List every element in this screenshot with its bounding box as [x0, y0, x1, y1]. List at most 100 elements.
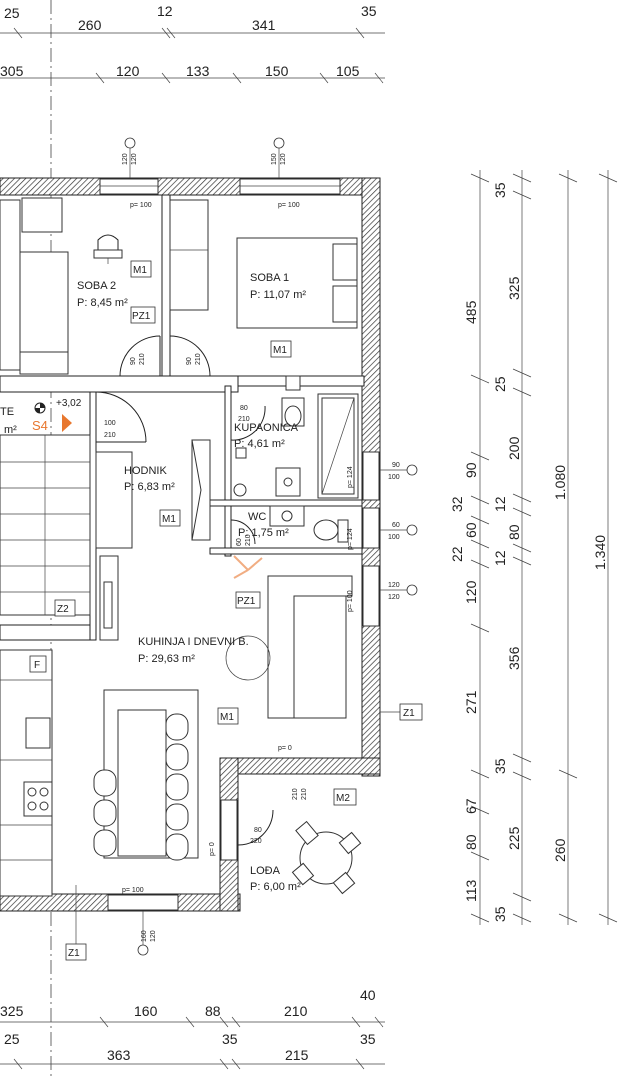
svg-text:150: 150 — [271, 153, 278, 165]
svg-text:120: 120 — [122, 153, 129, 165]
room-wc-area: P: 1,75 m² — [238, 527, 289, 539]
svg-text:35: 35 — [492, 758, 508, 774]
loda-furniture — [291, 820, 362, 895]
svg-text:p= 0: p= 0 — [278, 745, 292, 752]
section-s4-label: S4 — [32, 418, 48, 433]
svg-text:Z2: Z2 — [57, 604, 69, 615]
svg-text:210: 210 — [245, 534, 252, 546]
svg-text:100: 100 — [388, 534, 400, 541]
room-partial-name: TE — [0, 406, 14, 418]
svg-text:35: 35 — [360, 1031, 376, 1047]
top-dimensions: 25 260 12 341 35 305 120 133 150 105 — [0, 3, 385, 84]
bathroom-fixtures — [191, 375, 359, 541]
svg-text:90: 90 — [392, 462, 400, 469]
room-soba1-area: P: 11,07 m² — [250, 289, 306, 301]
room-kupaonica-name: KUPAONICA — [234, 422, 299, 434]
svg-text:25: 25 — [4, 1031, 20, 1047]
room-partial-area: m² — [4, 424, 17, 436]
elevation-label: +3,02 — [56, 398, 82, 409]
soba2-furniture — [0, 197, 209, 375]
svg-text:363: 363 — [107, 1047, 131, 1063]
opening-labels: 120 120 150 120 p= 100 p= 100 90 100 60 … — [104, 153, 400, 942]
room-kuhinja-area: P: 29,63 m² — [138, 653, 195, 665]
svg-text:p= 100: p= 100 — [130, 202, 152, 209]
dim-top-5: 35 — [361, 3, 377, 19]
svg-text:22: 22 — [449, 546, 465, 562]
svg-text:1.080: 1.080 — [552, 465, 568, 500]
svg-text:40: 40 — [360, 987, 376, 1003]
svg-text:Z1: Z1 — [403, 708, 415, 719]
room-hodnik-area: P: 6,83 m² — [124, 481, 175, 493]
svg-text:p= 100: p= 100 — [122, 887, 144, 894]
window-markers — [124, 137, 418, 956]
svg-text:120: 120 — [388, 582, 400, 589]
svg-text:67: 67 — [463, 798, 479, 814]
svg-text:356: 356 — [506, 646, 522, 670]
svg-text:F: F — [34, 660, 40, 671]
svg-text:225: 225 — [506, 826, 522, 850]
dim-top-6: 305 — [0, 63, 24, 79]
svg-text:p= 124: p= 124 — [347, 466, 354, 488]
svg-text:60: 60 — [236, 538, 243, 546]
bottom-dimensions: 325 160 88 210 40 25 363 35 215 35 — [0, 987, 385, 1070]
room-kuhinja-name: KUHINJA I DNEVNI B. — [138, 636, 249, 648]
room-loda-area: P: 6,00 m² — [250, 881, 301, 893]
svg-text:120: 120 — [131, 153, 138, 165]
svg-text:325: 325 — [0, 1003, 24, 1019]
svg-text:M1: M1 — [162, 514, 176, 525]
door-swings — [95, 335, 274, 846]
svg-text:120: 120 — [150, 930, 157, 942]
kitchen-furniture — [0, 649, 199, 897]
stairs-and-wardrobe — [0, 434, 133, 641]
dim-top-10: 105 — [336, 63, 360, 79]
room-loda-name: LOĐA — [250, 865, 281, 877]
svg-text:60: 60 — [392, 522, 400, 529]
tag-boxes: M1 PZ1 M1 M1 PZ1 Z2 F M1 Z1 M2 Z1 — [29, 260, 423, 961]
svg-text:35: 35 — [222, 1031, 238, 1047]
svg-text:32: 32 — [449, 496, 465, 512]
svg-text:210: 210 — [104, 432, 116, 439]
svg-text:25: 25 — [492, 376, 508, 392]
room-wc-name: WC — [248, 511, 266, 523]
svg-text:35: 35 — [492, 182, 508, 198]
svg-text:215: 215 — [285, 1047, 309, 1063]
svg-text:12: 12 — [492, 550, 508, 566]
svg-text:120: 120 — [463, 580, 479, 604]
svg-text:325: 325 — [506, 276, 522, 300]
svg-text:210: 210 — [139, 353, 146, 365]
svg-text:M2: M2 — [336, 793, 350, 804]
svg-text:120: 120 — [388, 594, 400, 601]
svg-text:113: 113 — [463, 879, 479, 902]
svg-text:485: 485 — [463, 300, 479, 324]
svg-text:100: 100 — [388, 474, 400, 481]
svg-text:p= 0: p= 0 — [209, 842, 216, 856]
svg-text:PZ1: PZ1 — [237, 596, 256, 607]
soba1-bed — [236, 237, 358, 329]
svg-text:160: 160 — [141, 930, 148, 942]
svg-text:60: 60 — [463, 522, 479, 538]
section-arrow-icon — [62, 414, 72, 432]
svg-text:Z1: Z1 — [68, 948, 80, 959]
dim-top-2: 260 — [78, 17, 102, 33]
svg-text:80: 80 — [506, 524, 522, 540]
dim-top-8: 133 — [186, 63, 210, 79]
dim-top-3: 12 — [157, 3, 173, 19]
windows — [99, 178, 380, 911]
svg-text:12: 12 — [492, 496, 508, 512]
living-furniture — [225, 575, 353, 719]
svg-text:100: 100 — [104, 420, 116, 427]
svg-text:80: 80 — [254, 827, 262, 834]
svg-text:1.340: 1.340 — [592, 535, 608, 570]
svg-text:120: 120 — [280, 153, 287, 165]
svg-text:210: 210 — [284, 1003, 308, 1019]
right-dimensions: 35 325 25 200 12 80 12 356 35 225 35 485… — [449, 170, 618, 925]
svg-text:80: 80 — [240, 405, 248, 412]
room-hodnik-name: HODNIK — [124, 465, 167, 477]
room-soba1-name: SOBA 1 — [250, 272, 289, 284]
svg-text:p= 100: p= 100 — [347, 590, 354, 612]
svg-text:p= 100: p= 100 — [278, 202, 300, 209]
room-soba2-area: P: 8,45 m² — [77, 297, 128, 309]
wc-fixtures — [269, 505, 349, 543]
svg-text:220: 220 — [250, 838, 262, 845]
